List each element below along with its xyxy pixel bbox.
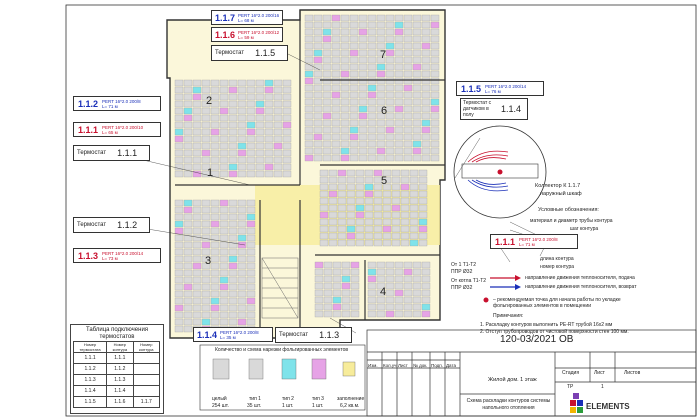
legend-title: Условные обозначения: <box>538 207 599 213</box>
thermostat-tag-1-1-4: Термостат с датчиком в полу 1.1.4 <box>460 98 528 120</box>
pipe-label-1-top: От 1 Т1-Т2 <box>451 262 477 268</box>
company-logo-text: ELEMENTS <box>586 402 630 411</box>
pipe-label-2-bottom: ППР Ø32 <box>451 285 473 291</box>
elements-title: Количество и схема нарезки фольгированны… <box>215 347 349 353</box>
table-cell: 1.1.1 <box>106 352 134 364</box>
thermostat-table: Таблица подключения термостатов Номер те… <box>70 324 164 414</box>
element-count-1: 35 шт. <box>247 403 262 409</box>
note-2: 2. Отступ трубопроводов от чистовой пове… <box>480 329 629 335</box>
thermostat-tag-1-1-3: Термостат 1.1.3 <box>275 327 352 343</box>
table-cell: 1.1.3 <box>106 374 134 386</box>
thermostat-tag-1-1-5: Термостат 1.1.5 <box>211 45 288 61</box>
table-cell <box>132 374 161 386</box>
table-cell: 1.1.4 <box>72 385 108 397</box>
legend-line-number: номер контура <box>540 264 575 270</box>
element-count-0: 254 шт. <box>212 403 229 409</box>
stamp-col-3: № док. <box>413 363 428 368</box>
table-cell: 1.1.7 <box>132 396 161 408</box>
element-name-1: тип 1 <box>249 396 261 402</box>
stamp-sheets-header: Листов <box>624 370 641 376</box>
room-number-5: 5 <box>381 175 388 187</box>
legend-arrow-return: направление движения теплоносителя, возв… <box>525 284 637 290</box>
legend-line-material: материал и диаметр трубы контура <box>530 218 613 224</box>
th-col-2: Номер контура <box>106 341 134 353</box>
thermostat-tag-1-1-2: Термостат 1.1.2 <box>73 217 150 233</box>
table-cell: 1.1.6 <box>106 396 134 408</box>
stamp-col-4: Подп. <box>431 363 443 368</box>
stamp-object: Жилой дом. 1 этаж <box>488 377 537 383</box>
element-name-3: тип 3 <box>312 396 324 402</box>
legend-arrow-supply: направление движения теплоносителя, пода… <box>525 275 635 281</box>
pipe-label-2-top: От котла Т1-Т2 <box>451 278 487 284</box>
stamp-col-0: Изм. <box>368 363 378 368</box>
table-cell: 1.1.3 <box>72 374 108 386</box>
stamp-col-2: Лист <box>398 363 408 368</box>
notes-title: Примечания: <box>493 313 524 319</box>
stamp-description: Схема раскладки контуров системы напольн… <box>466 398 551 411</box>
table-cell: 1.1.4 <box>106 385 134 397</box>
stamp-col-1: Кол.уч <box>383 363 397 368</box>
element-name-2: тип 2 <box>282 396 294 402</box>
room-number-7: 7 <box>380 49 387 61</box>
table-cell <box>132 363 161 375</box>
table-cell: 1.1.5 <box>72 396 108 408</box>
legend-line-length: длина контура <box>540 256 574 262</box>
room-number-2: 2 <box>206 95 213 107</box>
table-cell <box>132 352 161 364</box>
collector-title: Коллектор К 1.1.7 <box>535 183 581 189</box>
room-number-6: 6 <box>381 105 388 117</box>
room-number-4: 4 <box>380 286 387 298</box>
legend-line-step: шаг контура <box>570 226 599 232</box>
pipe-label-1-bottom: ППР Ø32 <box>451 269 473 275</box>
stamp-stage: ТР <box>567 384 574 390</box>
stamp-col-5: Дата <box>446 363 456 368</box>
note-1: 1. Раскладку контуров выполнить PE-RT тр… <box>480 322 613 328</box>
stamp-sheet: 1 <box>601 384 604 390</box>
table-cell: 1.1.2 <box>106 363 134 375</box>
room-number-1: 1 <box>207 167 214 179</box>
legend-dot-text: – рекомендуемая точка для начала работы … <box>493 297 621 309</box>
stamp-stage-header: Стадия <box>562 370 580 376</box>
element-count-3: 1 шт. <box>312 403 324 409</box>
th-col-3: Номер контура <box>132 341 161 353</box>
drawing-code: 120-03/2021 ОВ <box>500 334 574 345</box>
table-cell: 1.1.1 <box>72 352 108 364</box>
table-cell: 1.1.2 <box>72 363 108 375</box>
stamp-sheet-header: Лист <box>594 370 605 376</box>
element-name-4: заполнение <box>337 396 365 402</box>
element-count-4: 6,2 кв.м. <box>340 403 360 409</box>
thermostat-table-title: Таблица подключения термостатов <box>85 327 149 340</box>
room-number-3: 3 <box>205 255 212 267</box>
table-cell <box>132 385 161 397</box>
thermostat-tag-1-1-1: Термостат 1.1.1 <box>73 145 150 161</box>
element-name-0: целый <box>212 396 227 402</box>
collector-subtitle: наружный шкаф <box>540 191 582 197</box>
element-count-2: 1 шт. <box>282 403 294 409</box>
th-col-1: Номер термостата <box>72 341 108 353</box>
